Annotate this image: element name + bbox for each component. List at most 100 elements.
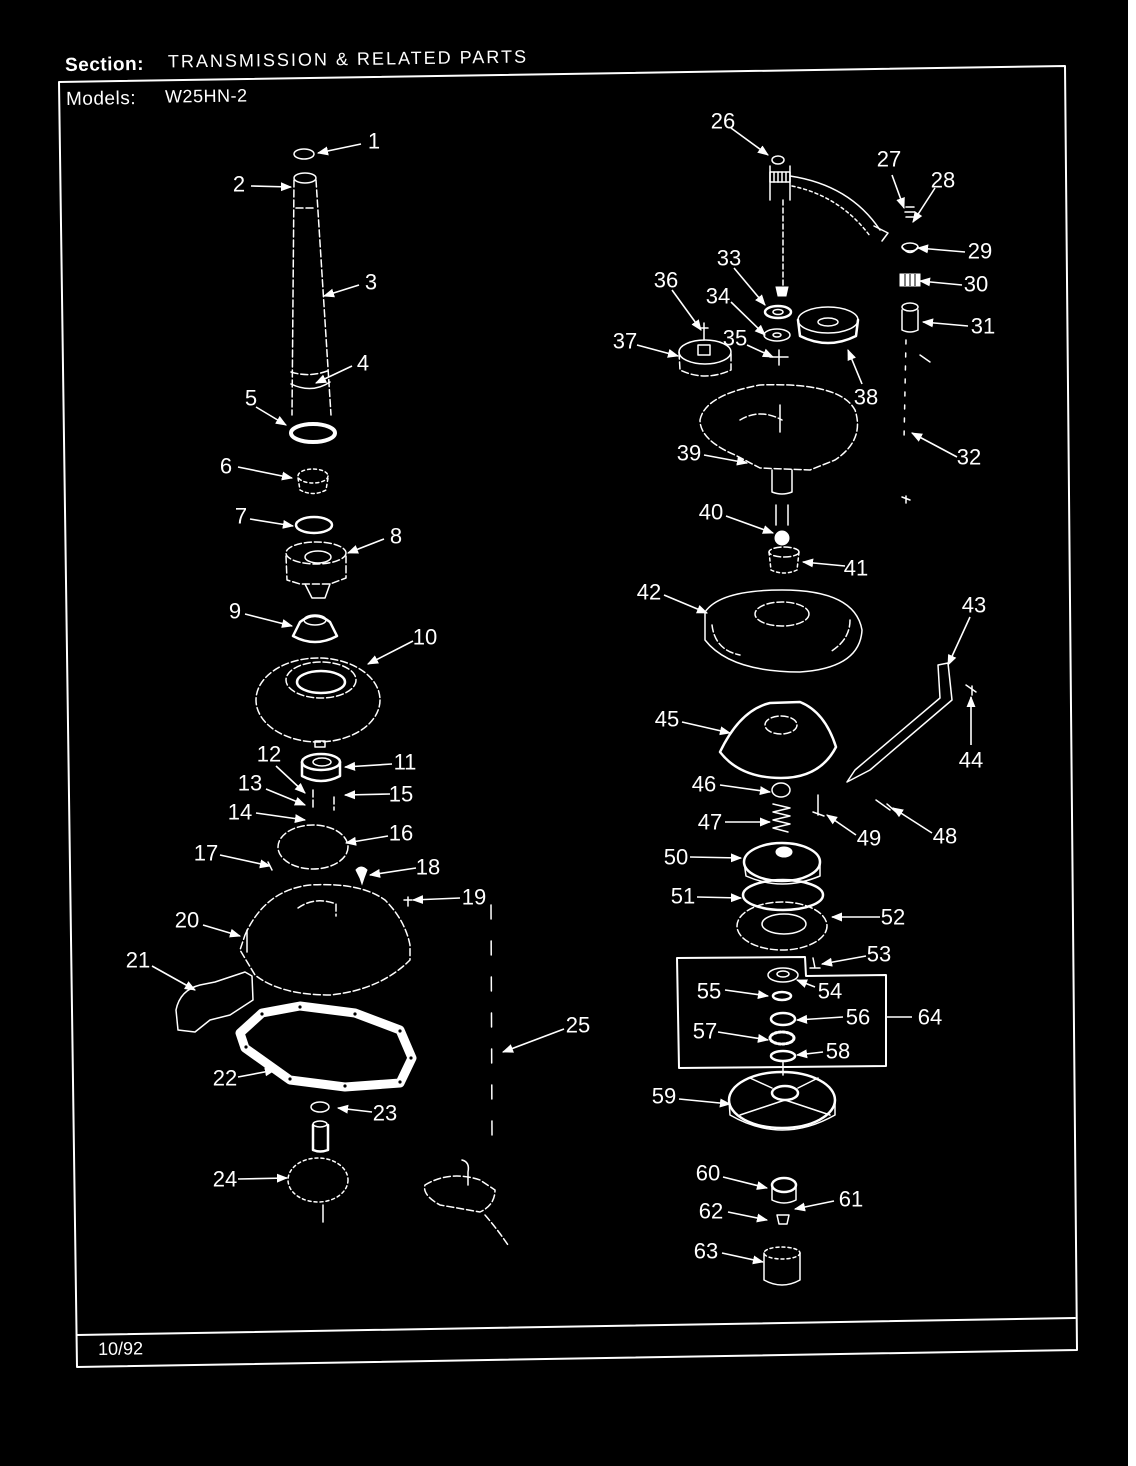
- part-1-retaining-ring: [293, 148, 315, 160]
- callout-25: 25: [501, 1013, 590, 1053]
- callout-number: 11: [394, 750, 417, 775]
- callout-number: 49: [857, 826, 881, 851]
- leader-arrow: [237, 1067, 277, 1078]
- callout-6: 6: [220, 454, 294, 481]
- callout-layer: 1234567891011121314151617181920212223242…: [126, 109, 995, 1265]
- part-46-cap: [771, 782, 791, 798]
- callout-number: 44: [959, 748, 983, 773]
- callout-39: 39: [677, 441, 749, 466]
- callout-51: 51: [671, 884, 743, 909]
- leader-arrow: [344, 835, 389, 846]
- leader-arrow: [314, 365, 353, 384]
- part-45-cover: [718, 700, 838, 780]
- part-11-bearing: [300, 752, 342, 783]
- callout-number: 12: [257, 742, 281, 767]
- part-30-collar: [899, 273, 921, 287]
- part-50-clutch-disc: [742, 841, 822, 885]
- callout-21: 21: [126, 948, 196, 991]
- part-59-pulley: [727, 1061, 837, 1131]
- callout-number: 30: [964, 272, 988, 297]
- part-8-nut: [285, 541, 347, 599]
- model-number: W25HN-2: [165, 85, 248, 106]
- models-header: Models: W25HN-2: [66, 85, 248, 110]
- callout-37: 37: [613, 329, 680, 358]
- callout-number: 27: [877, 147, 901, 172]
- callout-number: 45: [655, 707, 679, 732]
- leader-arrow: [255, 406, 287, 426]
- callout-20: 20: [175, 908, 242, 938]
- part-40-ball: [774, 504, 790, 546]
- callout-number: 1: [368, 129, 380, 154]
- part-57-tooth-washer: [768, 1030, 796, 1046]
- leader-arrow: [947, 616, 971, 667]
- callout-number: 57: [693, 1019, 717, 1044]
- callout-number: 31: [971, 314, 995, 339]
- leader-arrow: [795, 1049, 824, 1059]
- callout-number: 35: [723, 326, 747, 351]
- callout-35: 35: [723, 326, 775, 358]
- callout-number: 37: [613, 329, 637, 354]
- part-34-washer: [763, 328, 791, 342]
- callout-62: 62: [699, 1199, 769, 1224]
- part-12-15-spacer: [312, 789, 335, 811]
- callout-32: 32: [911, 432, 981, 470]
- part-39-gearcase: [699, 383, 859, 495]
- callout-11: 11: [343, 750, 417, 775]
- leader-arrow: [719, 784, 772, 796]
- callout-59: 59: [652, 1084, 732, 1109]
- part-56-washer: [769, 1011, 797, 1027]
- leader-arrow: [265, 788, 307, 806]
- callout-number: 48: [933, 824, 957, 849]
- callout-number: 9: [229, 599, 241, 624]
- callout-number: 8: [390, 524, 402, 549]
- callout-number: 14: [228, 800, 252, 825]
- callout-52: 52: [830, 905, 905, 930]
- callout-number: 51: [671, 884, 695, 909]
- callout-number: 64: [918, 1005, 942, 1030]
- callout-24: 24: [213, 1167, 289, 1192]
- part-27-28-spring: [904, 206, 916, 218]
- callout-33: 33: [717, 246, 766, 306]
- callout-31: 31: [921, 314, 995, 339]
- part-32-shaft: [901, 339, 931, 504]
- callout-number: 36: [654, 268, 678, 293]
- part-51-ring: [741, 878, 825, 912]
- leader-arrow: [722, 1176, 769, 1190]
- leader-arrow: [721, 1252, 765, 1265]
- callout-number: 34: [706, 284, 730, 309]
- callout-36: 36: [654, 268, 702, 331]
- leader-arrow: [820, 955, 867, 967]
- callout-number: 52: [881, 905, 905, 930]
- callout-23: 23: [336, 1101, 397, 1126]
- callout-number: 50: [664, 845, 688, 870]
- leader-arrow: [316, 143, 362, 156]
- part-10-cover-dome: [255, 657, 381, 748]
- callout-4: 4: [314, 351, 369, 384]
- hose-line: [789, 175, 889, 242]
- callout-number: 18: [416, 855, 440, 880]
- leader-arrow: [237, 1173, 289, 1183]
- part-47-spring: [772, 803, 791, 833]
- callout-number: 22: [213, 1066, 237, 1091]
- leader-arrow: [703, 454, 749, 466]
- callout-61: 61: [793, 1187, 863, 1212]
- leader-arrow: [202, 924, 242, 938]
- leader-arrow: [696, 893, 743, 903]
- callout-34: 34: [706, 284, 766, 336]
- part-54-washer: [767, 967, 799, 983]
- callout-3: 3: [322, 270, 377, 298]
- part-18-plug: [355, 866, 368, 886]
- leader-arrow: [367, 640, 414, 665]
- leader-arrow: [826, 814, 857, 836]
- part-26-agitator-shaft: [769, 155, 791, 297]
- callout-number: 38: [854, 385, 878, 410]
- callout-number: 19: [462, 885, 486, 910]
- part-23-o-ring: [310, 1101, 330, 1113]
- leader-arrow: [343, 761, 393, 771]
- part-58-washer: [769, 1049, 797, 1063]
- part-22-gasket: [235, 1001, 417, 1092]
- part-5-seal-ring: [289, 422, 337, 444]
- callout-17: 17: [194, 841, 272, 869]
- callout-number: 17: [194, 841, 218, 866]
- leader-arrow: [725, 515, 775, 534]
